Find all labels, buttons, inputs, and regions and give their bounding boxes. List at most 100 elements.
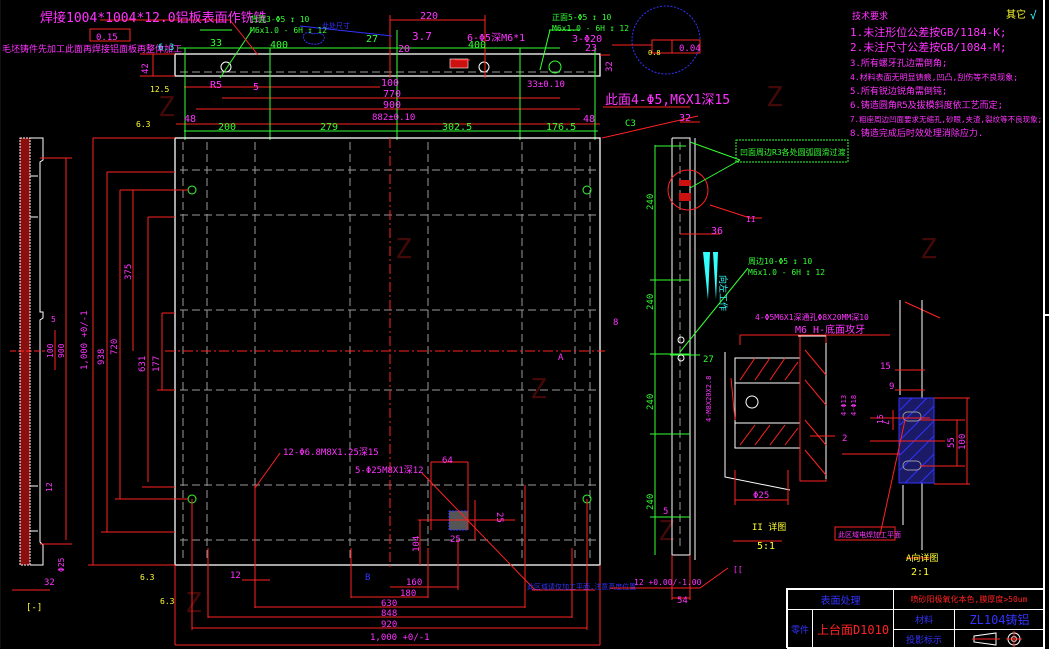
machining-area-note: 此区域电焊加工平面 [838, 530, 901, 539]
dim-23: 23 [585, 43, 597, 54]
tapped-hole [745, 395, 759, 409]
watermark-logo: Z [185, 586, 202, 619]
section-marker: [-] [26, 603, 42, 613]
watermark-logo: Z [530, 372, 547, 405]
dim-240: 240 [646, 494, 656, 510]
roughness-symbol: 6.3 [140, 573, 155, 582]
dim-8: 8 [613, 318, 618, 328]
dim-32: 32 [605, 61, 615, 72]
flatness-frame-right [651, 39, 701, 54]
top-view-outline [174, 53, 601, 77]
revision-cloud [302, 32, 325, 45]
dim-375: 375 [124, 264, 134, 280]
dim-64: 64 [442, 456, 453, 466]
watermarks: Z Z Z Z Z Z Z [158, 80, 937, 619]
detail-circle-ii [667, 169, 709, 211]
dim-400-left: 400 [270, 40, 288, 51]
tech-req-item: 8.铸造完成后时效处理消除应力. [850, 127, 983, 139]
hatched-section [679, 193, 691, 201]
chamfer-label: C3 [625, 119, 636, 129]
holes-20-note: 3-Φ20 [572, 34, 602, 45]
dim-4-phi18: 4-Φ18 [850, 395, 858, 416]
dim-20: 20 [398, 44, 410, 55]
part-label: 零件 [790, 625, 809, 636]
hatched-section [449, 58, 469, 69]
detail-a-dims [842, 369, 970, 536]
technical-requirements: 技术要求 其它 √ 1.未注形位公差按GB/1184-K; 2.未注尺寸公差按G… [850, 8, 1042, 139]
tech-req-item: 7.粗座周边凹面要求无缩孔,砂眼,夹渣,裂纹等不良现象; [850, 114, 1042, 124]
left-dimensions [88, 137, 188, 566]
dim-630: 630 [381, 599, 397, 609]
dim-54: 54 [677, 596, 688, 606]
first-angle-projection-icon [971, 631, 1022, 647]
dim-240: 240 [646, 394, 656, 410]
detail-ii-view [724, 301, 941, 559]
tech-req-item: 4.材料表面无明显铸痕,凹凸,刮伤等不良现象; [850, 72, 1018, 82]
surface-label-cell: 表面处理 [787, 589, 894, 610]
detail-ii-scale: 5:1 [757, 541, 775, 552]
projection-symbol-cell [954, 629, 1045, 649]
dim-848: 848 [381, 609, 397, 619]
main-view-annotations: 12-Φ6.8M8X1.25深15 5-Φ25M8X1深12 此区域请仅加工平面… [26, 318, 636, 643]
dim-r5: R5 [210, 80, 222, 91]
left-dimensions-text: 1,000 +0/-1 938 720 375 631 177 100 900 … [44, 120, 175, 606]
direction-label: 向左工作 [717, 275, 729, 311]
other-label: 其它 [1006, 8, 1026, 21]
dim-2: 2 [842, 434, 847, 444]
dim-279: 279 [320, 122, 338, 133]
projection-label: 投影标示 [905, 635, 942, 646]
dim-55: 55 [947, 437, 957, 448]
section-marker-ii: [[ [733, 565, 743, 574]
dim-220: 220 [420, 11, 438, 22]
hole-circle [220, 61, 232, 73]
dim-36: 36 [711, 226, 723, 237]
holes-5-note: 5-Φ25M8X1深12 [355, 465, 424, 476]
flatness-tolerance: 0.15 [96, 33, 118, 43]
dim-100: 100 [381, 78, 399, 89]
watermark-logo: Z [920, 232, 937, 265]
dim-104: 104 [412, 536, 422, 552]
dim-938: 938 [97, 349, 107, 365]
detail-marker: II [746, 215, 756, 224]
watermark-logo: Z [158, 90, 175, 123]
part-label-cell: 零件 [787, 609, 813, 649]
detail-a-view [834, 300, 970, 550]
slot-hole [677, 336, 685, 344]
dim-15-side: 15 [876, 414, 885, 424]
note-cloud [735, 139, 849, 163]
dim-9: 9 [889, 382, 894, 392]
mount-hole [582, 185, 592, 195]
bottom-dimensions [174, 461, 601, 646]
watermark-logo: Z [766, 80, 783, 113]
dim-770: 770 [383, 89, 401, 100]
dim-12-tol: 12 +0.00/-1.00 [634, 578, 702, 587]
dim-phi25-left: Φ25 [57, 557, 66, 572]
dim-27-side: 27 [703, 355, 714, 365]
watermark-logo: Z [658, 514, 675, 547]
dim-1000-left: 1,000 +0/-1 [80, 310, 90, 370]
main-view [88, 137, 605, 646]
tech-req-item: 1.未注形位公差按GB/1184-K; [850, 25, 1006, 39]
note-frame [834, 526, 896, 541]
material-label: 材料 [914, 616, 933, 626]
part-name-cell: 上台面D1010 [812, 609, 894, 649]
section-a-label: A [558, 353, 564, 363]
dim-32-side: 32 [679, 113, 691, 124]
mount-hole [187, 185, 197, 195]
dim-900: 900 [383, 100, 401, 111]
dim-48-right: 48 [583, 114, 595, 125]
projection-label-cell: 投影标示 [893, 629, 955, 649]
title-block: 表面处理 喷砂阳极氧化本色,膜厚度>50um 零件 上台面D1010 材料 ZL… [786, 588, 1045, 649]
roughness-symbol: 6.3 [136, 120, 151, 129]
hole-circle [548, 60, 562, 74]
hatched-section [679, 180, 691, 186]
cloud-note: 凹面周边R3各处圆弧圆滑过渡 [740, 147, 846, 157]
cloud-label: 此处尺寸 [322, 21, 350, 30]
holes-12-note: 12-Φ6.8M8X1.25深15 [283, 447, 379, 458]
dim-400-right: 400 [468, 40, 486, 51]
dim-32-left: 32 [44, 578, 55, 588]
dim-180: 180 [400, 589, 416, 599]
detail-ii-title: II 详图 [752, 521, 786, 533]
dim-882: 882±0.10 [372, 113, 415, 123]
